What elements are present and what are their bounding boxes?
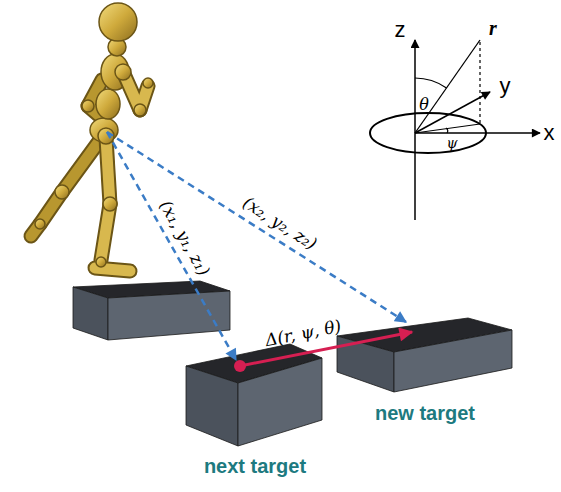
runner-figure <box>31 3 153 271</box>
limb-outline <box>95 74 148 271</box>
limb <box>95 74 148 271</box>
psi-arc <box>446 128 448 133</box>
block-shape <box>335 312 515 392</box>
joint <box>35 219 45 229</box>
joint <box>55 185 69 199</box>
axis-label: θ <box>419 95 429 114</box>
joint <box>134 104 146 116</box>
coordinate-label: (x₁, y₁, z₁) <box>156 197 215 280</box>
start-block <box>73 281 230 340</box>
axis-label: x <box>544 120 555 146</box>
x-axis <box>415 132 540 134</box>
target-block: next target <box>170 366 340 480</box>
coordinate-inset <box>370 40 540 220</box>
target-label: next target <box>204 455 306 478</box>
joint <box>115 64 131 80</box>
block-side <box>73 287 108 340</box>
theta-arc <box>415 78 447 88</box>
block-face <box>337 336 394 392</box>
joint <box>103 197 117 211</box>
position-vector <box>107 132 406 322</box>
y-axis <box>415 92 490 133</box>
axis-label: r <box>489 17 497 40</box>
block-face <box>186 366 238 446</box>
joint <box>82 100 94 112</box>
target-block: new target <box>335 332 515 427</box>
limb <box>31 80 102 236</box>
limb-outline <box>31 80 102 236</box>
abdomen <box>96 89 120 119</box>
z-axis <box>414 40 416 220</box>
joint <box>96 257 106 267</box>
block-side <box>108 291 230 340</box>
edge-start-dot <box>234 360 246 372</box>
axis-label: ψ <box>447 135 458 151</box>
hand <box>143 78 153 88</box>
edge-label: Δ(r, ψ, θ) <box>263 316 342 351</box>
block-face <box>394 330 512 392</box>
target-label: new target <box>375 402 475 425</box>
position-vector <box>107 132 236 360</box>
projection-line <box>415 124 480 133</box>
axis-label: z <box>395 17 406 43</box>
projection-line <box>479 42 480 124</box>
block-shape <box>170 336 340 456</box>
axis-label: y <box>500 73 511 99</box>
r-vector <box>415 40 480 133</box>
block-face <box>238 358 322 446</box>
head <box>99 3 137 41</box>
